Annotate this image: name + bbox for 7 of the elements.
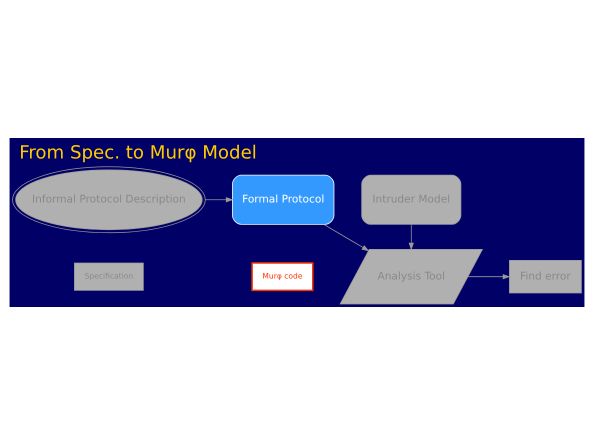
arrow	[408, 224, 414, 250]
arrow	[468, 274, 510, 280]
node-box: Murφ code	[251, 262, 314, 292]
arrow	[324, 224, 370, 252]
node-box: Formal Protocol	[232, 174, 334, 225]
diagram-title: From Spec. to Murφ Model	[19, 142, 257, 164]
arrow	[204, 197, 234, 202]
